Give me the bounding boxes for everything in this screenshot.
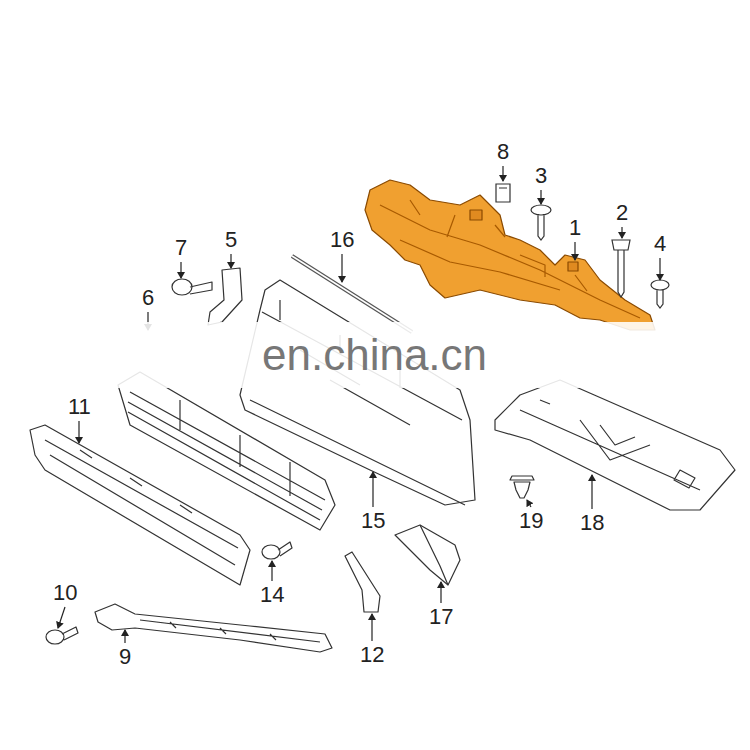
drawing-g <box>496 184 669 308</box>
deflector-fold <box>420 525 448 585</box>
leader-line <box>341 254 342 282</box>
bolt <box>531 205 551 240</box>
pan-detail <box>520 400 700 490</box>
shield-detail <box>380 200 640 318</box>
callout-number: 16 <box>330 228 354 252</box>
bolt <box>262 542 292 559</box>
watermark: en.china.cn <box>262 331 487 379</box>
bracket <box>208 268 242 325</box>
leader-line <box>574 242 575 260</box>
seal-strip <box>292 256 412 332</box>
arm-detail <box>140 620 320 642</box>
leader-line <box>271 561 272 581</box>
leader-line <box>371 614 372 641</box>
callout-number: 6 <box>142 286 154 310</box>
shield-part <box>365 180 655 330</box>
bolt <box>172 279 212 295</box>
leader-line <box>591 475 592 509</box>
callout-number: 11 <box>68 395 91 419</box>
leader-line <box>372 472 373 507</box>
leader-line <box>78 421 79 443</box>
callout-number: 2 <box>616 201 628 225</box>
leader-line <box>124 630 125 643</box>
callout-number: 14 <box>260 583 284 607</box>
drawing-g <box>58 166 660 643</box>
leader-line <box>527 500 531 507</box>
callout-number: 7 <box>175 236 187 260</box>
clip <box>510 476 534 498</box>
callout-number: 18 <box>580 511 604 535</box>
leader-line <box>540 190 541 204</box>
leader-line <box>659 258 660 280</box>
seal-strip-core <box>292 256 412 332</box>
leader-line <box>502 166 503 181</box>
bolt <box>46 627 78 644</box>
leader-line <box>230 254 231 268</box>
callout-number: 19 <box>519 509 543 533</box>
leader-line <box>440 582 441 603</box>
callout-number: 12 <box>360 643 384 667</box>
callout-number: 17 <box>429 605 453 629</box>
callout-number: 10 <box>53 581 77 605</box>
leader-line <box>621 227 622 238</box>
callout-number: 9 <box>119 645 131 669</box>
bolt <box>651 280 669 308</box>
watermark-band <box>0 322 750 388</box>
leader-line <box>58 607 65 628</box>
callout-number: 3 <box>535 164 547 188</box>
boss <box>568 262 578 271</box>
screw <box>612 240 630 297</box>
callout-number: 4 <box>654 232 666 256</box>
corner-deflector <box>395 525 460 585</box>
callout-number: 5 <box>225 228 237 252</box>
under-pan <box>495 380 735 510</box>
drawing-g <box>365 180 655 330</box>
leader-line <box>180 262 181 278</box>
side-bracket <box>345 552 380 612</box>
callout-number: 8 <box>497 140 509 164</box>
callout-number: 1 <box>569 216 581 240</box>
boss <box>470 210 482 220</box>
air-deflector <box>240 280 475 505</box>
callout-number: 15 <box>361 509 385 533</box>
clip-nut <box>496 184 510 202</box>
